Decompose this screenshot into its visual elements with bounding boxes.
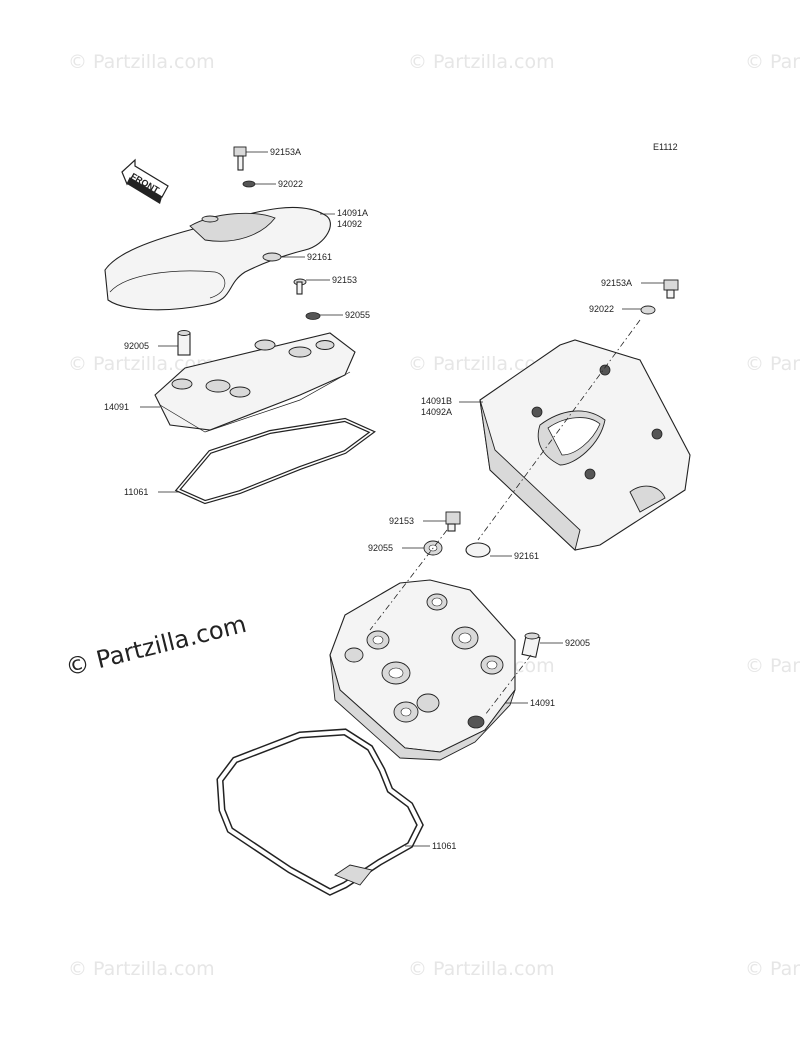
callout-r-92153: 92153 <box>389 516 414 526</box>
callout-tl-11061: 11061 <box>124 487 148 497</box>
watermark-8: © Partzilla.com <box>745 655 800 677</box>
watermark-4: © Partzilla.com <box>68 353 215 375</box>
bolt-92153a-small <box>233 146 247 171</box>
callout-r-14091: 14091 <box>530 698 555 708</box>
watermark-11: © Partzilla.com <box>745 958 800 980</box>
callout-tl-14091a: 14091A <box>337 208 368 218</box>
callout-tl-92022: 92022 <box>278 179 303 189</box>
callout-tl-14091: 14091 <box>104 402 129 412</box>
washer-92022-large <box>640 305 656 315</box>
watermark-6: © Partzilla.com <box>745 353 800 375</box>
callout-r-14092a: 14092A <box>421 407 452 417</box>
large-assembly <box>216 279 691 896</box>
bolt-92153-small <box>293 278 307 295</box>
gasket-11061-small <box>174 417 376 505</box>
small-assembly <box>104 146 376 505</box>
washer-92055-small <box>305 312 321 320</box>
callout-tl-92153: 92153 <box>332 275 357 285</box>
callout-r-92022: 92022 <box>589 304 614 314</box>
callout-tl-14092: 14092 <box>337 219 362 229</box>
callout-r-92055: 92055 <box>368 543 393 553</box>
front-arrow-icon: FRONT <box>121 158 169 204</box>
callout-tl-92153a: 92153A <box>270 147 301 157</box>
bolt-92153-large <box>445 511 461 532</box>
head-cover-14091-small <box>154 332 356 433</box>
callout-r-14091b: 14091B <box>421 396 452 406</box>
callout-labels: 92153A 92022 14091A 14092 92161 92153 92… <box>104 147 632 851</box>
watermark-1: © Partzilla.com <box>68 51 215 73</box>
watermark-5: © Partzilla.com <box>408 353 555 375</box>
cover-14091a <box>104 206 331 311</box>
dowel-92005-small <box>177 330 191 356</box>
watermark-3: © Partzilla.com <box>745 51 800 73</box>
callout-r-11061: 11061 <box>432 841 456 851</box>
head-cover-14091-large <box>329 579 516 761</box>
callout-tl-92005: 92005 <box>124 341 149 351</box>
cover-14091b <box>479 339 691 551</box>
figure-code: E1112 <box>653 142 678 152</box>
watermark-9: © Partzilla.com <box>68 958 215 980</box>
cam-seal-group <box>344 593 504 729</box>
callout-tl-92161: 92161 <box>307 252 332 262</box>
callout-r-92153a: 92153A <box>601 278 632 288</box>
watermark-10: © Partzilla.com <box>408 958 555 980</box>
grommet-92161-small <box>262 252 282 262</box>
callout-tl-92055: 92055 <box>345 310 370 320</box>
grommet-92161-large <box>465 542 491 558</box>
gasket-11061-large <box>216 728 424 896</box>
bolt-92153a-large <box>663 279 679 299</box>
callout-r-92161: 92161 <box>514 551 539 561</box>
washer-92022-small <box>242 180 256 188</box>
watermark-2: © Partzilla.com <box>408 51 555 73</box>
dowel-92005-large <box>521 632 541 658</box>
copyright-text: © Partzilla.com <box>63 610 249 682</box>
callout-r-92005: 92005 <box>565 638 590 648</box>
